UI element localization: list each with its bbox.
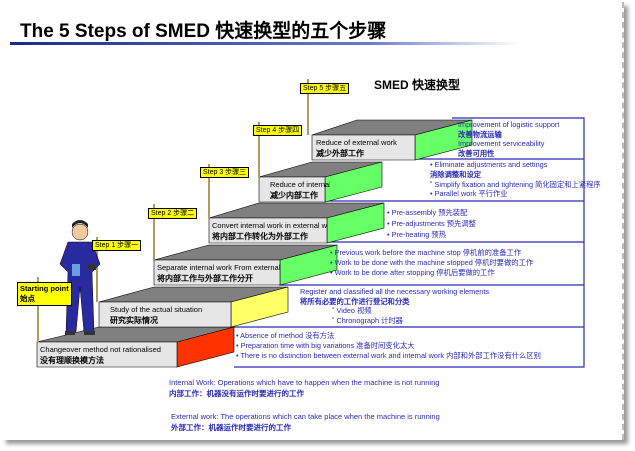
step-5-label: Reduce of external work 减少外部工作 [314, 136, 416, 160]
label-en: Reduce of internal work [270, 180, 330, 189]
step-front-face [311, 134, 416, 161]
details-step-4: • Eliminate adjustments and settings 消除调… [430, 160, 601, 199]
label-en: Reduce of external work [316, 138, 397, 147]
step-front-face [258, 176, 326, 203]
label-cn: 没有理顺换模方法 [40, 356, 104, 365]
label-en: Separate internal work From external [157, 263, 280, 272]
step-front-face [208, 217, 328, 244]
label-cn: 将内部工作与外部工作分开 [157, 274, 253, 283]
detail-line: • Work to be done after stopping 停机后要做的工… [330, 268, 495, 277]
step-2-label: Separate internal work From external 将内部工… [155, 261, 280, 285]
detail-line: 改善物流运输 [458, 129, 502, 139]
step-front-face [98, 301, 232, 328]
detail-line: • Preparation time with big variations 准… [236, 341, 415, 350]
starting-point-cn: 始点 [20, 294, 35, 303]
note-en: Internal Work: Operations which have to … [169, 378, 440, 387]
internal-work-note: Internal Work: Operations which have to … [169, 377, 439, 399]
detail-line: • Pre-assembly 预先装配 [387, 208, 468, 217]
detail-line: • Pre-heating 预热 [387, 230, 446, 239]
detail-line: • Absence of method 没有方法 [236, 331, 335, 340]
detail-line: Register and classified all the necessar… [300, 287, 489, 296]
step-front-face [153, 259, 281, 286]
label-cn: 研究实际情况 [110, 316, 158, 325]
detail-line: 改善可用性 [458, 148, 495, 158]
diagram-title: SMED 快速换型 [374, 78, 461, 92]
step-base-label: Changeover method not rationalised 没有理顺换模… [38, 343, 176, 367]
starting-point-en: Starting point [20, 284, 69, 293]
label-en: Changeover method not rationalised [40, 345, 161, 354]
detail-line: 消除调整和设定 [430, 169, 482, 179]
flag-step-2: Step 2 步骤二 [148, 208, 198, 219]
detail-line: • Eliminate adjustments and settings [430, 160, 548, 169]
detail-line: • Previous work before the machine stop … [330, 248, 522, 257]
external-work-note: External work: The operations which can … [171, 411, 440, 433]
flag-step-4: Step 4 步骤四 [253, 125, 303, 136]
detail-line: 将所有必要的工作进行登记和分类 [300, 296, 410, 306]
details-step-2: • Previous work before the machine stop … [330, 248, 533, 278]
title-underline [10, 42, 520, 45]
detail-line: Improvement serviceability [458, 139, 545, 148]
detail-line: ˚ Video 视频 [332, 306, 372, 315]
note-cn: 内部工作：机器没有运作时要进行的工作 [169, 389, 304, 398]
flag-step-3: Step 3 步骤三 [200, 167, 250, 178]
detail-line: Improvement of logistic support [458, 120, 560, 129]
page-title: The 5 Steps of SMED 快速换型的五个步骤 [20, 21, 387, 42]
detail-line: ˚ Chronograph 计时器 [332, 315, 403, 325]
step-4-label: Reduce of internal work 减少内部工作 [268, 178, 330, 202]
label-cn: 减少外部工作 [316, 149, 364, 158]
detail-line: ˚ Simplify fixation and tightening 简化固定和… [430, 179, 601, 189]
label-en: Convert internal work in external work [212, 221, 327, 230]
detail-line: • Work to be done with the machine stopp… [330, 258, 534, 267]
detail-line: • Parallel work 平行作业 [430, 189, 508, 199]
label-cn: 将内部工作转化为外部工作 [212, 232, 308, 241]
label-cn: 减少内部工作 [270, 191, 318, 200]
detail-line: • Pre-adjustments 预先调整 [387, 219, 476, 228]
flag-step-1: Step 1 步骤一 [92, 240, 142, 251]
step-front-face [36, 341, 178, 368]
note-cn: 外部工作：机器运作时要进行的工作 [171, 423, 291, 432]
details-step-1: Register and classified all the necessar… [300, 287, 489, 325]
details-base: • Absence of method 没有方法• Preparation ti… [236, 331, 541, 361]
detail-line: • There is no distinction between extern… [236, 351, 541, 360]
step-1-label: Study of the actual situation 研究实际情况 [108, 303, 230, 327]
flag-step-5: Step 5 步骤五 [300, 83, 350, 94]
detail-frame [234, 117, 585, 368]
slide: The 5 Steps of SMED 快速换型的五个步骤 SMED 快速换型 … [2, 2, 624, 440]
note-en: External work: The operations which can … [171, 412, 440, 421]
step-3-label: Convert internal work in external work 将内… [210, 219, 327, 243]
details-step-3: • Pre-assembly 预先装配 • Pre-adjustments 预先调… [387, 207, 476, 240]
worker-figure-icon [59, 220, 101, 335]
label-en: Study of the actual situation [110, 305, 203, 314]
